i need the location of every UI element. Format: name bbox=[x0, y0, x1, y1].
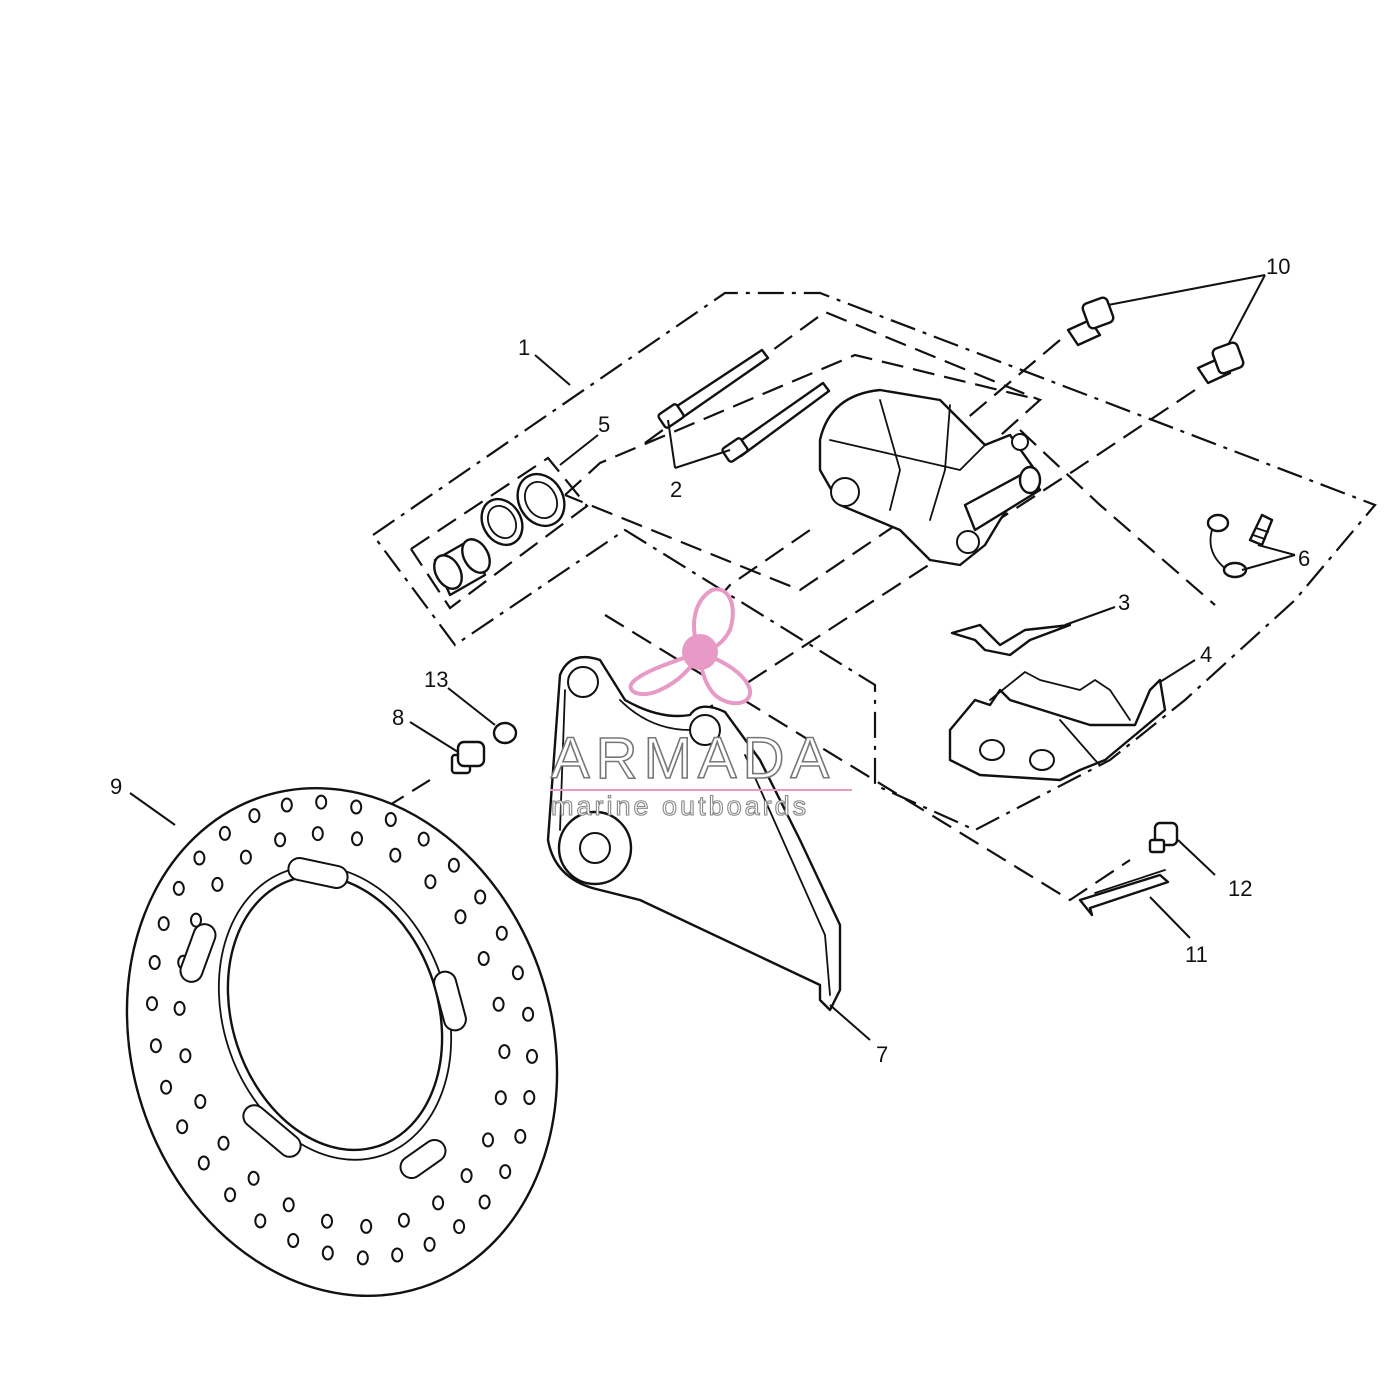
callout-4: 4 bbox=[1200, 642, 1212, 667]
callout-3: 3 bbox=[1118, 590, 1130, 615]
disc-hole bbox=[321, 1213, 333, 1229]
disc-hole bbox=[176, 1119, 189, 1135]
callout-7: 7 bbox=[876, 1042, 888, 1067]
disc-hole bbox=[146, 996, 158, 1012]
disc-hole bbox=[477, 951, 490, 966]
disc-hole bbox=[149, 1038, 162, 1054]
disc-hole bbox=[179, 1048, 192, 1064]
disc-hole bbox=[453, 1219, 466, 1235]
leader-lines bbox=[129, 274, 1296, 1041]
retaining-clip-and-screw bbox=[1078, 821, 1179, 917]
callout-labels: 1 2 3 4 5 6 7 8 9 10 11 12 13 bbox=[110, 254, 1310, 1067]
disc-hole bbox=[172, 880, 185, 896]
disc-hole bbox=[350, 799, 363, 815]
disc-hole bbox=[247, 1170, 260, 1186]
callout-6: 6 bbox=[1298, 546, 1310, 571]
pad-spring bbox=[950, 623, 1072, 657]
disc-hole bbox=[248, 808, 261, 824]
callout-5: 5 bbox=[598, 412, 610, 437]
disc-hole bbox=[494, 1090, 507, 1106]
caliper-body bbox=[818, 388, 1042, 567]
caliper-pins bbox=[657, 348, 831, 463]
disc-hole bbox=[482, 1132, 494, 1148]
disc-hole bbox=[148, 955, 161, 970]
disc-hole bbox=[197, 1155, 210, 1171]
disc-hole bbox=[211, 876, 224, 892]
watermark-brand: ARMADA bbox=[551, 726, 835, 791]
disc-hole bbox=[311, 826, 324, 842]
disc-hole bbox=[454, 909, 467, 925]
disc-hole bbox=[423, 1236, 436, 1252]
disc-hole bbox=[460, 1168, 473, 1184]
disc-hole bbox=[492, 996, 505, 1012]
callout-11: 11 bbox=[1185, 942, 1208, 967]
disc-hole bbox=[498, 1044, 511, 1060]
disc-hole bbox=[194, 1094, 207, 1109]
disc-hole bbox=[447, 857, 460, 873]
disc-hole bbox=[239, 849, 252, 865]
disc-hole bbox=[287, 1233, 300, 1248]
disc-hole bbox=[193, 850, 206, 866]
disc-hole bbox=[389, 847, 402, 863]
disc-hole bbox=[315, 794, 328, 810]
disc-hole bbox=[432, 1195, 445, 1211]
disc-hole bbox=[391, 1247, 404, 1263]
disc-hole bbox=[356, 1250, 369, 1266]
watermark-tagline: marine outboards bbox=[551, 791, 809, 821]
piston-and-seals bbox=[433, 472, 566, 597]
disc-hole bbox=[224, 1187, 237, 1203]
disc-hole bbox=[417, 831, 430, 847]
callout-2: 2 bbox=[670, 477, 682, 502]
disc-hole bbox=[384, 812, 397, 827]
disc-hole bbox=[499, 1164, 512, 1180]
bracket-bolt-and-bush bbox=[450, 721, 518, 775]
assembly-boundary-lines bbox=[372, 291, 1377, 902]
propeller-logo-icon bbox=[628, 587, 753, 706]
disc-hole bbox=[160, 1079, 173, 1095]
disc-hole bbox=[173, 1000, 186, 1016]
disc-hole bbox=[351, 831, 363, 847]
disc-hole bbox=[274, 832, 287, 848]
disc-drill-holes bbox=[146, 794, 538, 1266]
disc-hole bbox=[218, 825, 231, 841]
disc-hole bbox=[495, 925, 508, 941]
disc-hole bbox=[282, 1197, 295, 1213]
disc-hole bbox=[190, 912, 202, 928]
callout-1: 1 bbox=[518, 335, 530, 360]
disc-hole bbox=[526, 1048, 538, 1064]
callout-8: 8 bbox=[392, 705, 404, 730]
disc-hole bbox=[474, 889, 487, 905]
bleed-screw-and-cap bbox=[1206, 513, 1274, 579]
disc-hole bbox=[280, 797, 293, 813]
disc-hole bbox=[360, 1218, 373, 1234]
callout-9: 9 bbox=[110, 774, 122, 799]
disc-hole bbox=[254, 1213, 267, 1229]
disc-hole bbox=[217, 1135, 230, 1151]
callout-13: 13 bbox=[424, 667, 448, 692]
armada-watermark: ARMADA marine outboards bbox=[550, 587, 852, 822]
disc-hole bbox=[157, 916, 170, 932]
disc-hole bbox=[522, 1006, 535, 1022]
caliper-bracket bbox=[546, 655, 842, 1012]
disc-hole bbox=[511, 965, 524, 981]
disc-hole bbox=[514, 1128, 527, 1144]
callout-10: 10 bbox=[1266, 254, 1290, 279]
disc-hole bbox=[478, 1194, 491, 1210]
disc-hole bbox=[397, 1212, 410, 1228]
caliper-bolts bbox=[1066, 296, 1245, 385]
callout-12: 12 bbox=[1228, 876, 1252, 901]
brake-disc bbox=[125, 786, 559, 1298]
brake-pads bbox=[948, 671, 1167, 782]
disc-hole bbox=[523, 1090, 536, 1105]
disc-hole bbox=[424, 874, 437, 890]
disc-hole bbox=[321, 1245, 334, 1261]
